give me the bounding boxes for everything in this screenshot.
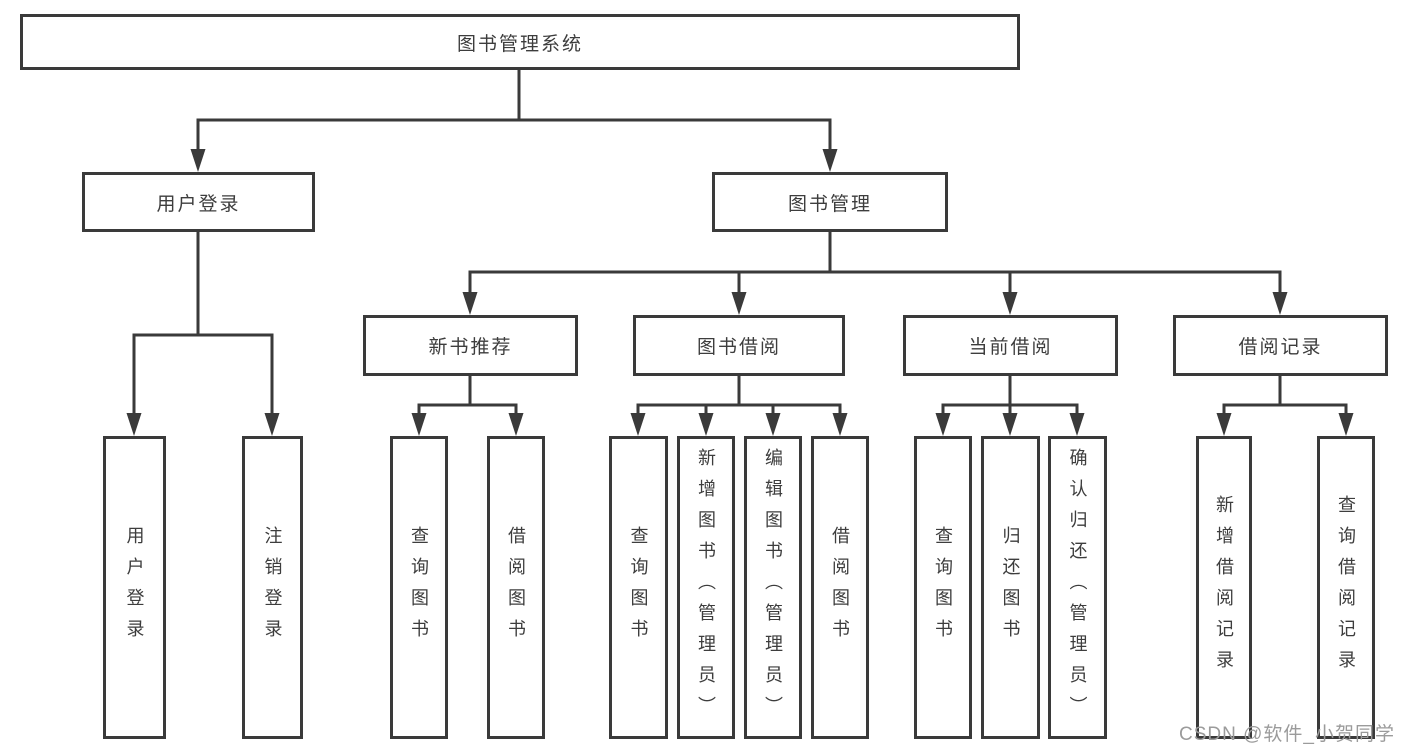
arrow-down-icon bbox=[1338, 413, 1354, 436]
arrow-down-icon bbox=[698, 413, 714, 436]
arrow-down-icon bbox=[190, 149, 206, 172]
node-root: 图书管理系统 bbox=[20, 14, 1020, 70]
arrow-down-icon bbox=[822, 149, 838, 172]
node-user-login-branch: 用户登录 bbox=[82, 172, 315, 232]
node-book-borrow: 图书借阅 bbox=[633, 315, 845, 376]
arrow-down-icon bbox=[1069, 413, 1085, 436]
arrow-down-icon bbox=[508, 413, 524, 436]
leaf-query-borrow-record: 查询借阅记录 bbox=[1317, 436, 1375, 739]
leaf-borrow-books-recommend: 借阅图书 bbox=[487, 436, 545, 739]
arrow-down-icon bbox=[935, 413, 951, 436]
arrow-down-icon bbox=[126, 413, 142, 436]
arrow-down-icon bbox=[411, 413, 427, 436]
leaf-edit-book-admin: 编辑图书（管理员） bbox=[744, 436, 802, 739]
arrow-down-icon bbox=[832, 413, 848, 436]
leaf-borrow-books-borrow: 借阅图书 bbox=[811, 436, 869, 739]
node-current-borrow: 当前借阅 bbox=[903, 315, 1118, 376]
node-new-book-recommend: 新书推荐 bbox=[363, 315, 578, 376]
arrow-down-icon bbox=[462, 292, 478, 315]
leaf-logout: 注销登录 bbox=[242, 436, 303, 739]
arrow-down-icon bbox=[1216, 413, 1232, 436]
leaf-confirm-return-admin: 确认归还（管理员） bbox=[1048, 436, 1107, 739]
arrow-down-icon bbox=[264, 413, 280, 436]
node-book-management: 图书管理 bbox=[712, 172, 948, 232]
arrow-down-icon bbox=[731, 292, 747, 315]
leaf-query-books-recommend: 查询图书 bbox=[390, 436, 448, 739]
leaf-add-borrow-record: 新增借阅记录 bbox=[1196, 436, 1252, 739]
arrow-down-icon bbox=[630, 413, 646, 436]
csdn-watermark: CSDN @软件_小贺同学 bbox=[1179, 724, 1395, 745]
arrow-down-icon bbox=[765, 413, 781, 436]
leaf-query-books-current: 查询图书 bbox=[914, 436, 972, 739]
node-borrow-records: 借阅记录 bbox=[1173, 315, 1388, 376]
arrow-down-icon bbox=[1002, 292, 1018, 315]
leaf-return-book: 归还图书 bbox=[981, 436, 1040, 739]
leaf-user-login: 用户登录 bbox=[103, 436, 166, 739]
arrow-down-icon bbox=[1272, 292, 1288, 315]
leaf-add-book-admin: 新增图书（管理员） bbox=[677, 436, 735, 739]
leaf-query-books-borrow: 查询图书 bbox=[609, 436, 668, 739]
arrow-down-icon bbox=[1002, 413, 1018, 436]
